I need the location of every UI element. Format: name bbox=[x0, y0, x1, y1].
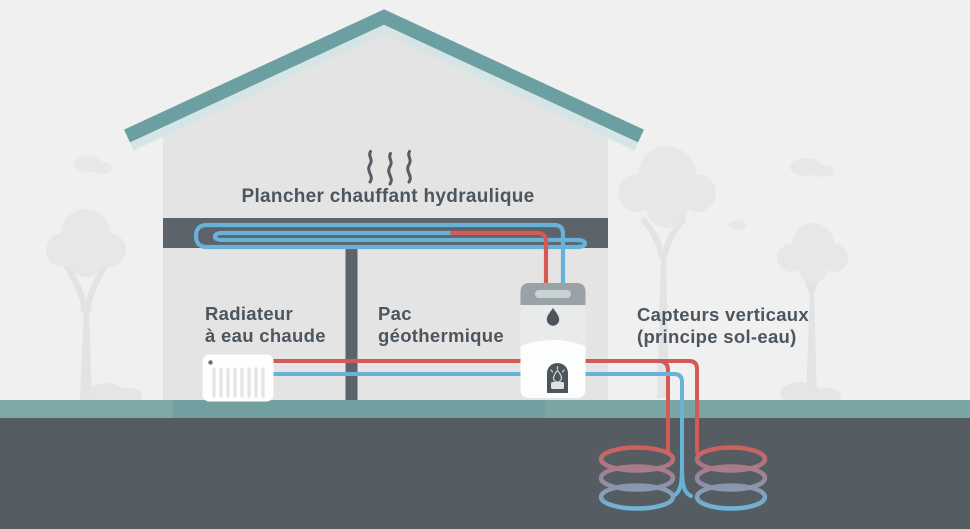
heat-pump-display-slot bbox=[551, 382, 564, 389]
grass-band-right bbox=[545, 400, 970, 418]
radiator bbox=[202, 354, 274, 402]
coil-loop bbox=[598, 464, 676, 492]
support-column bbox=[345, 248, 358, 400]
floor-pipe-cold bbox=[193, 222, 588, 295]
floor-heating-pipes bbox=[193, 222, 588, 295]
radiator-fins bbox=[212, 367, 265, 398]
terrain bbox=[0, 400, 970, 529]
hot-pipe-run bbox=[270, 359, 699, 454]
cold-pipe-split-right bbox=[680, 460, 693, 498]
vertical-collectors-label-line1: Capteurs verticaux bbox=[637, 304, 809, 325]
coil-loop bbox=[598, 483, 676, 511]
radiator-and-borehole-pipes bbox=[270, 359, 699, 498]
droplet-icon bbox=[546, 308, 560, 326]
vertical-collectors-label: Capteurs verticaux (principe sol-eau) bbox=[637, 304, 809, 348]
coil-loop bbox=[694, 483, 768, 511]
floor-heating-label: Plancher chauffant hydraulique bbox=[166, 186, 610, 208]
vertical-collector-coils bbox=[598, 445, 768, 511]
hot-pipe-branch bbox=[658, 359, 670, 454]
house bbox=[124, 9, 644, 400]
tree-silhouette-left bbox=[46, 209, 126, 400]
radiator-valve-dot bbox=[208, 360, 213, 365]
radiator-label: Radiateur à eau chaude bbox=[205, 303, 326, 347]
floor-heating-label-text: Plancher chauffant hydraulique bbox=[241, 186, 535, 207]
coil-loop bbox=[694, 464, 768, 492]
ground bbox=[0, 418, 970, 529]
coil-loop bbox=[598, 445, 676, 473]
heat-pump-label-line2: géothermique bbox=[378, 325, 504, 346]
heat-pump-label-line1: Pac bbox=[378, 303, 412, 324]
roof-underside bbox=[128, 20, 640, 151]
grass-band-left bbox=[0, 400, 173, 418]
background-silhouettes bbox=[46, 146, 848, 404]
radiator-label-line1: Radiateur bbox=[205, 303, 294, 324]
tree-silhouette-right-small bbox=[777, 223, 848, 400]
heat-pump-vent-slot bbox=[535, 290, 571, 298]
floor-pipe-hot bbox=[449, 230, 549, 295]
heat-pump-unit bbox=[520, 283, 586, 398]
radiator-label-line2: à eau chaude bbox=[205, 325, 326, 346]
heat-waves-icon bbox=[367, 150, 412, 186]
cloud-silhouettes bbox=[74, 156, 834, 230]
heat-pump-label: Pac géothermique bbox=[378, 303, 504, 347]
roof bbox=[124, 9, 644, 143]
cold-pipe-run bbox=[270, 372, 684, 468]
coil-loop bbox=[694, 445, 768, 473]
house-wall bbox=[163, 28, 608, 400]
vertical-collectors-label-line2: (principe sol-eau) bbox=[637, 326, 797, 347]
